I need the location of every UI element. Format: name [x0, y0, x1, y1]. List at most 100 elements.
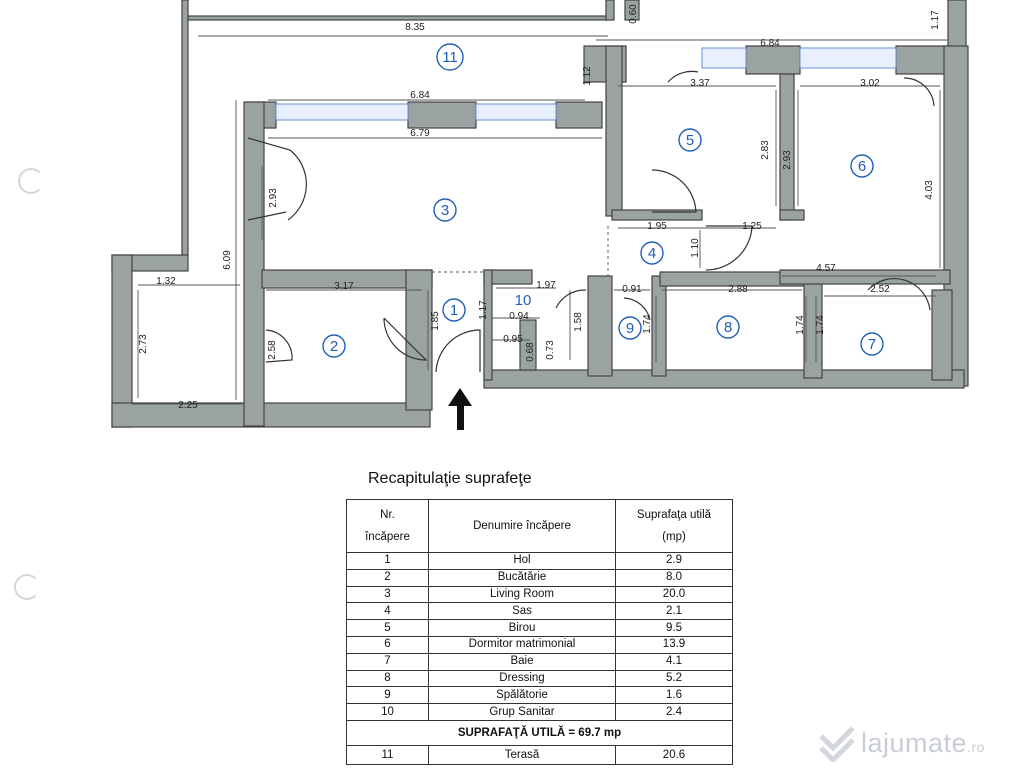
dimension-label: 2.93: [782, 150, 793, 170]
dimension-label: 2.52: [870, 284, 890, 295]
cell-nr: 1: [346, 552, 429, 570]
dimension-label: 1.10: [690, 238, 701, 258]
dimension-label: 1.17: [930, 10, 941, 30]
svg-text:11: 11: [442, 49, 458, 66]
dimension-label: 1.95: [647, 221, 667, 232]
svg-text:5: 5: [686, 132, 694, 149]
dimension-label: 2.93: [268, 188, 279, 208]
dimension-label: 6.09: [222, 250, 233, 270]
dimension-label: 2.88: [728, 284, 748, 295]
dimension-label: 6.84: [410, 90, 430, 101]
cell-nr: 8: [346, 669, 429, 688]
room-label-7: 7: [860, 332, 884, 356]
cell-area: 2.9: [615, 552, 733, 570]
watermark: lajumate.ro: [815, 722, 1015, 764]
dimension-label: 1.32: [156, 276, 176, 287]
dimension-label: 0.73: [545, 340, 556, 360]
dimension-label: 6.79: [410, 128, 430, 139]
cell-name: Dormitor matrimonial: [428, 635, 616, 654]
room-label-8: 8: [716, 315, 740, 339]
dimension-label: 1.74: [795, 315, 806, 335]
dimension-label: 3.37: [690, 78, 710, 89]
room-label-6: 6: [850, 154, 874, 178]
dimension-label: 0.68: [525, 342, 536, 362]
cell-nr: 9: [346, 686, 429, 705]
entrance-arrow-icon: [448, 388, 472, 430]
room-label-2: 2: [322, 334, 346, 358]
svg-text:10: 10: [515, 292, 532, 309]
cell-area: 8.0: [615, 568, 733, 587]
dimension-label: 1.17: [478, 300, 489, 320]
walls: [111, 0, 969, 428]
summary-title: Recapitulaţie suprafeţe: [368, 470, 532, 487]
cell-nr: 11: [346, 744, 429, 765]
cell-nr: 5: [346, 619, 429, 637]
svg-text:9: 9: [626, 320, 634, 337]
dimension-label: 3.02: [860, 78, 880, 89]
cell-name: Terasă: [428, 744, 616, 765]
cell-nr: 6: [346, 635, 429, 654]
doors: [247, 70, 935, 373]
dimension-label: 4.03: [924, 180, 935, 200]
room-label-9: 9: [618, 316, 642, 340]
cell-name: Living Room: [428, 585, 616, 604]
punch-hole-mark: [14, 574, 40, 600]
dimension-label: 8.35: [405, 22, 425, 33]
svg-text:2: 2: [330, 338, 338, 355]
dimension-label: 2.58: [267, 340, 278, 360]
dimension-label: 1.25: [742, 221, 762, 232]
area-summary-table: Nr. încăpere Denumire încăpere Suprafaţa…: [346, 499, 733, 765]
cell-name: Grup Sanitar: [428, 703, 616, 721]
cell-area: 20.0: [615, 585, 733, 604]
dimension-label: 3.17: [334, 281, 354, 292]
cell-nr: 2: [346, 568, 429, 587]
dimension-lines: [132, 35, 948, 405]
punch-hole-mark: [18, 168, 44, 194]
dimension-label: 6.84: [760, 38, 780, 49]
cell-area: 20.6: [615, 744, 733, 765]
svg-text:6: 6: [858, 158, 866, 175]
dimension-label: 1.12: [582, 66, 593, 86]
cell-area: 2.4: [615, 703, 733, 721]
watermark-logo-icon: [819, 726, 855, 764]
room-label-10: 10: [515, 292, 532, 309]
dimension-label: 2.83: [760, 140, 771, 160]
svg-text:3: 3: [441, 202, 449, 219]
dimension-label: 1.74: [642, 314, 653, 334]
room-label-5: 5: [678, 128, 702, 152]
cell-area: 9.5: [615, 619, 733, 637]
dimension-label: 1.97: [536, 280, 556, 291]
dimension-label: 0.95: [503, 334, 523, 345]
table-header-row: Nr. încăpere Denumire încăpere Suprafaţa…: [346, 499, 733, 553]
cell-name: Sas: [428, 602, 616, 621]
cell-area: 4.1: [615, 652, 733, 671]
cell-name: Bucătărie: [428, 568, 616, 587]
cell-name: Birou: [428, 619, 616, 637]
cell-name: Hol: [428, 552, 616, 570]
header-room-name: Denumire încăpere: [428, 499, 616, 553]
cell-area: 5.2: [615, 669, 733, 688]
dimension-label: 1.58: [573, 312, 584, 332]
cell-nr: 10: [346, 703, 429, 721]
dimension-label: 1.74: [815, 315, 826, 335]
svg-text:1: 1: [450, 302, 458, 319]
room-label-1: 1: [442, 298, 466, 322]
dimension-label: 0.91: [622, 284, 642, 295]
room-labels: 1 2 3 4 5 6 7 8 9 10 11: [322, 43, 884, 358]
watermark-text: lajumate.ro: [861, 728, 985, 758]
dimension-label: 1.85: [430, 311, 441, 331]
svg-text:4: 4: [648, 245, 656, 262]
cell-name: Baie: [428, 652, 616, 671]
total-row: SUPRAFAŢĂ UTILĂ = 69.7 mp: [346, 719, 733, 746]
dimension-label: 4.57: [816, 263, 836, 274]
cell-area: 13.9: [615, 635, 733, 654]
room-label-3: 3: [433, 198, 457, 222]
